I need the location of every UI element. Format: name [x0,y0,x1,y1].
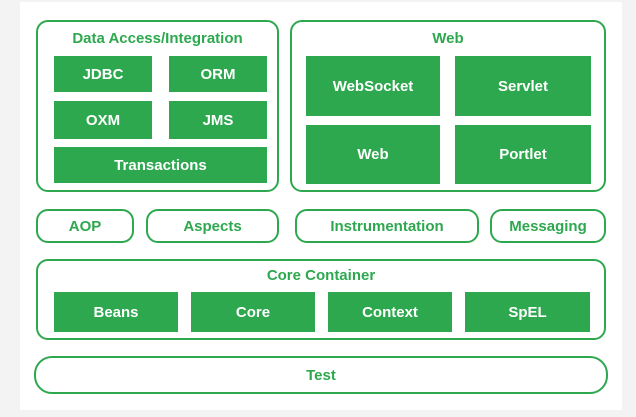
oxm-box: OXM [54,101,152,139]
servlet-box: Servlet [455,56,591,116]
websocket-box: WebSocket [306,56,440,116]
jms-box: JMS [169,101,267,139]
core-container-panel: Core Container Beans Core Context SpEL [36,259,606,340]
web-title: Web [432,30,464,47]
transactions-box: Transactions [54,147,267,183]
messaging-box: Messaging [490,209,606,243]
data-access-panel: Data Access/Integration JDBC ORM OXM JMS… [36,20,279,192]
jdbc-box: JDBC [54,56,152,92]
spring-architecture-diagram: Data Access/Integration JDBC ORM OXM JMS… [20,2,622,410]
context-box: Context [328,292,452,332]
portlet-box: Portlet [455,125,591,184]
aspects-box: Aspects [146,209,279,243]
spel-box: SpEL [465,292,590,332]
orm-box: ORM [169,56,267,92]
core-box: Core [191,292,315,332]
web-box: Web [306,125,440,184]
data-access-title: Data Access/Integration [72,30,243,47]
beans-box: Beans [54,292,178,332]
core-container-title: Core Container [266,267,376,284]
instrumentation-box: Instrumentation [295,209,479,243]
web-panel: Web WebSocket Servlet Web Portlet [290,20,606,192]
aop-box: AOP [36,209,134,243]
test-box: Test [34,356,608,394]
